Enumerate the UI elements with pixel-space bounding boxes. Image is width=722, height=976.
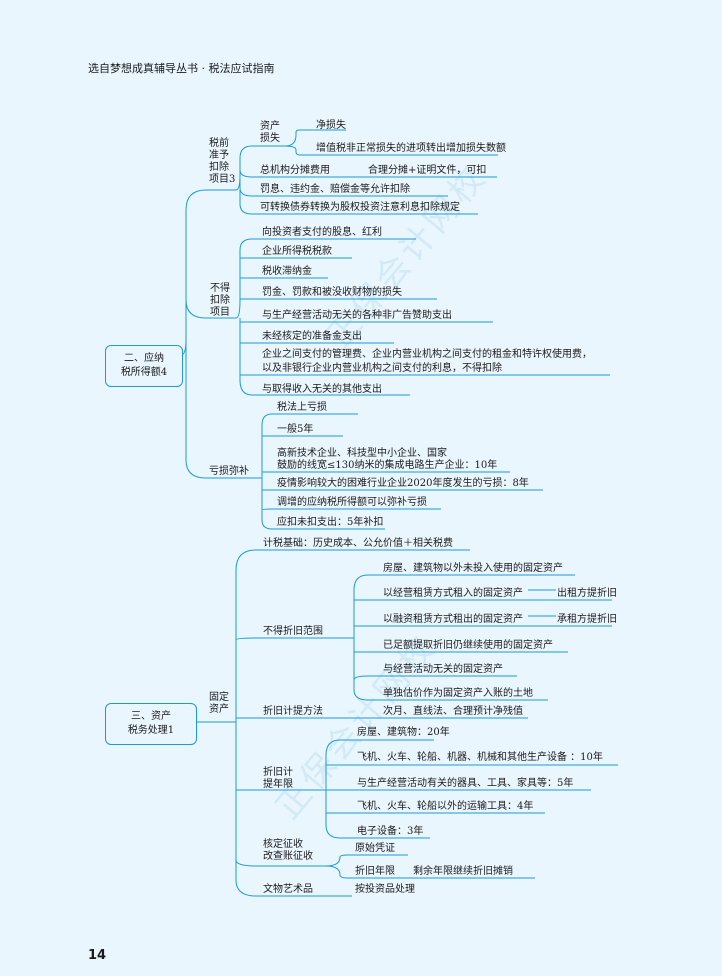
leaf-transport: 飞机、火车、轮船以外的运输工具：4年 xyxy=(357,801,534,812)
node-pre-tax-deduction: 税前 准予 扣除 项目3 xyxy=(209,138,236,185)
leaf-branch-cost: 总机构分摊费用 xyxy=(260,165,330,176)
node-non-deductible: 不得 扣除 项目 xyxy=(210,283,230,318)
leaf-tax-basis: 计税基础：历史成本、公允价值＋相关税费 xyxy=(263,538,453,549)
leaf-unrelated: 与经营活动无关的固定资产 xyxy=(383,664,503,675)
node-artworks: 文物艺术品 xyxy=(263,884,313,895)
leaf-unclaimed: 应扣未扣支出：5年补扣 xyxy=(277,517,384,528)
leaf-buildings: 房屋、建筑物：20年 xyxy=(357,727,450,738)
leaf-electronics: 电子设备：3年 xyxy=(357,826,424,837)
node-depreciation-method: 折旧计提方法 xyxy=(263,706,323,717)
leaf-years-label: 折旧年限 xyxy=(355,866,395,877)
leaf-unused: 房屋、建筑物以外未投入使用的固定资产 xyxy=(383,563,563,574)
leaf-other-expense: 与取得收入无关的其他支出 xyxy=(262,384,382,395)
leaf-high-tech-2: 鼓励的线宽≤130纳米的集成电路生产企业：10年 xyxy=(277,460,498,471)
leaf-reserve: 未经核定的准备金支出 xyxy=(262,331,362,342)
leaf-convertible-bond: 可转换债券转换为股权投资注意利息扣除规定 xyxy=(260,202,460,213)
node-fixed-assets: 固定 资产 xyxy=(209,692,229,715)
leaf-adjusted: 调增的应纳税所得额可以弥补亏损 xyxy=(277,497,427,508)
leaf-branch-cond: 合理分摊+证明文件，可扣 xyxy=(368,165,487,176)
node-depreciation-years: 折旧计 提年限 xyxy=(263,767,293,790)
node-taxable-income: 二、应纳 税所得额4 xyxy=(105,345,183,387)
leaf-dividend: 向投资者支付的股息、红利 xyxy=(262,227,382,238)
node-loss-compensation: 亏损弥补 xyxy=(209,466,249,477)
leaf-years-value: 剩余年限继续折旧摊销 xyxy=(413,866,513,877)
leaf-land: 单独估价作为固定资产入账的土地 xyxy=(383,688,533,699)
page-number: 14 xyxy=(88,948,107,963)
leaf-art-value: 按投资品处理 xyxy=(355,884,415,895)
leaf-late-fee: 税收滞纳金 xyxy=(262,266,312,277)
leaf-lessor-depreciates: 出租方提折旧 xyxy=(557,588,617,599)
page-header: 选自梦想成真辅导丛书 · 税法应试指南 xyxy=(88,62,275,75)
leaf-tax-loss: 税法上亏损 xyxy=(277,402,327,413)
leaf-sponsorship: 与生产经营活动无关的各种非广告赞助支出 xyxy=(262,310,452,321)
leaf-fines: 罚金、罚款和被没收财物的损失 xyxy=(262,287,402,298)
leaf-management-fee: 企业之间支付的管理费、企业内营业机构之间支付的租金和特许权使用费， xyxy=(262,349,592,360)
leaf-operating-lease-in: 以经营租赁方式租入的固定资产 xyxy=(383,588,523,599)
leaf-vat-loss: 增值税非正常损失的进项转出增加损失数额 xyxy=(316,143,506,154)
leaf-lessee-depreciates: 承租方提折旧 xyxy=(557,614,617,625)
leaf-interest: 以及非银行企业内营业机构之间支付的利息，不得扣除 xyxy=(262,363,502,374)
node-asset-tax-treatment: 三、资产 税务处理1 xyxy=(105,703,197,745)
node-no-depreciation: 不得折旧范围 xyxy=(263,626,323,637)
node-audit-switch: 核定征收 改查账征收 xyxy=(263,839,313,862)
leaf-fully-depreciated: 已足额提取折旧仍继续使用的固定资产 xyxy=(383,640,553,651)
leaf-original-voucher: 原始凭证 xyxy=(355,843,395,854)
leaf-five-years: 一般5年 xyxy=(277,424,314,435)
leaf-finance-lease-out: 以融资租赁方式租出的固定资产 xyxy=(383,614,523,625)
leaf-method-value: 次月、直线法、合理预计净残值 xyxy=(383,706,523,717)
leaf-high-tech-1: 高新技术企业、科技型中小企业、国家 xyxy=(277,448,447,459)
node-asset-loss: 资产 损失 xyxy=(260,121,280,144)
leaf-income-tax: 企业所得税税款 xyxy=(262,246,332,257)
leaf-penalty-interest: 罚息、违约金、赔偿金等允许扣除 xyxy=(260,184,410,195)
leaf-epidemic: 疫情影响较大的困难行业企业2020年度发生的亏损：8年 xyxy=(277,478,529,489)
leaf-net-loss: 净损失 xyxy=(316,120,346,131)
leaf-tools: 与生产经营活动有关的器具、工具、家具等：5年 xyxy=(357,778,574,789)
leaf-machinery: 飞机、火车、轮船、机器、机械和其他生产设备 ：10年 xyxy=(357,752,603,763)
